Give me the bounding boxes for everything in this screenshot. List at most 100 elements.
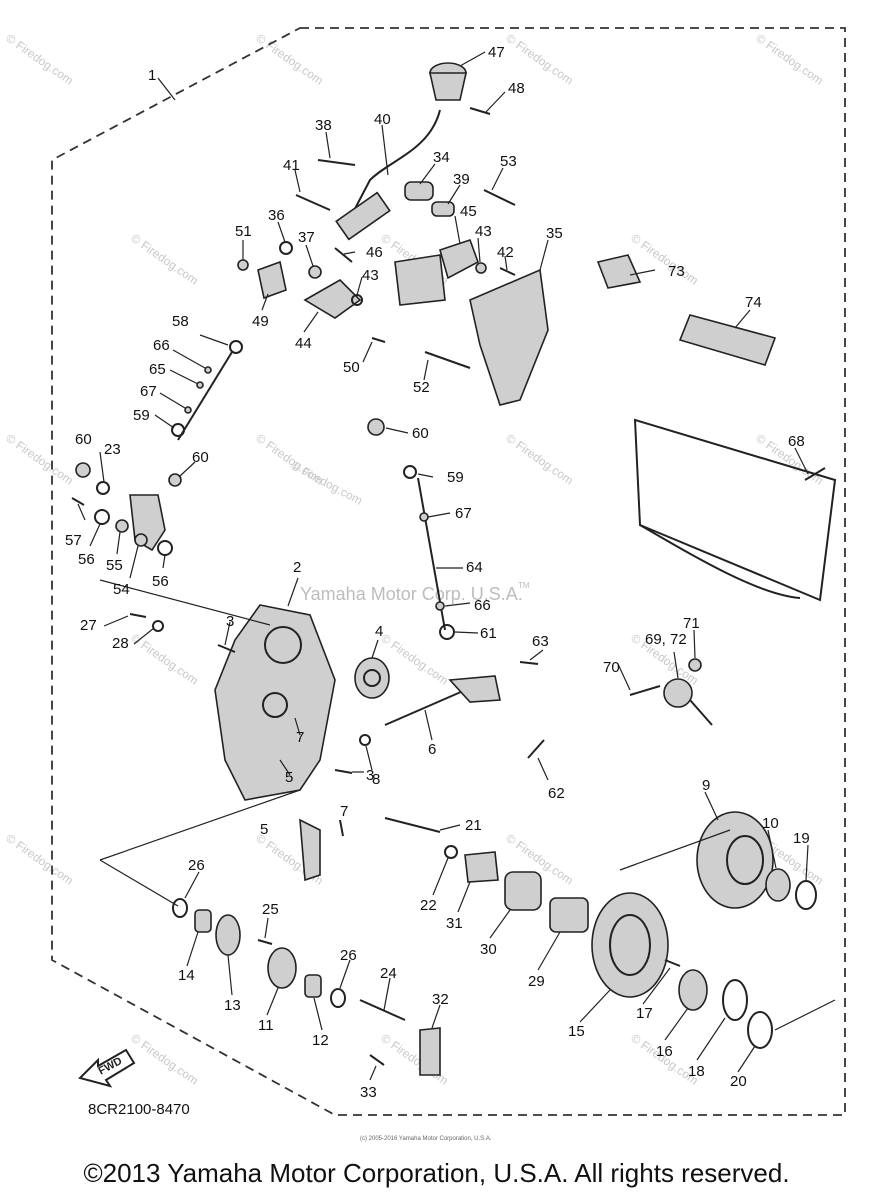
label-11: 11 [258, 1017, 274, 1034]
nut-43 [475, 262, 487, 274]
label-7a: 7 [296, 729, 304, 746]
bolt-62 [527, 739, 545, 759]
shaft-24 [359, 999, 406, 1021]
lever-bracket-40 [335, 191, 391, 241]
shift-rod-lower [403, 465, 455, 640]
labels-and-plate [596, 254, 837, 602]
seal-19 [795, 880, 817, 910]
bolt-52 [424, 351, 471, 369]
label-62: 62 [548, 785, 565, 802]
label-15: 15 [568, 1023, 585, 1040]
label-32: 32 [432, 991, 449, 1008]
washer-56b [157, 540, 173, 556]
label-27: 27 [80, 617, 97, 634]
collar-34 [404, 181, 434, 201]
watermark-tile: © Firedog.com [3, 431, 76, 488]
label-60c: 60 [412, 425, 429, 442]
assembly-frame [51, 27, 846, 1116]
pin-7b [339, 819, 344, 837]
washer-26a [172, 898, 188, 918]
label-69-72: 69, 72 [645, 631, 687, 648]
label-18: 18 [688, 1063, 705, 1080]
lever-40 [347, 109, 441, 223]
label-20: 20 [730, 1073, 747, 1090]
gear-9 [696, 811, 774, 909]
nut-65 [196, 381, 204, 389]
dowel-3a [217, 644, 236, 653]
plate-44 [303, 279, 362, 319]
label-3a: 3 [226, 613, 234, 630]
washer-28 [152, 620, 164, 632]
bolt-38 [317, 159, 356, 166]
watermark-tile: © Firedog.com [128, 1031, 201, 1088]
knob-body-47 [429, 72, 467, 101]
label-60b: 60 [192, 449, 209, 466]
rod-end-61 [439, 624, 455, 640]
label-56a: 56 [78, 551, 95, 568]
label-53: 53 [500, 153, 517, 170]
label-1: 1 [148, 67, 156, 84]
watermark-tile: © Firedog.com [753, 31, 826, 88]
gear-hub-9 [726, 835, 764, 885]
washer-26b [330, 988, 346, 1008]
shift-shaft-6 [384, 661, 545, 759]
label-57: 57 [65, 532, 82, 549]
label-71: 71 [683, 615, 700, 632]
label-58: 58 [172, 313, 189, 330]
label-47: 47 [488, 44, 505, 61]
label-23: 23 [104, 441, 121, 458]
neutral-switch [629, 658, 713, 726]
label-3b: 3 [366, 767, 374, 784]
spring-46 [334, 247, 353, 263]
label-34: 34 [433, 149, 450, 166]
switch-lead [689, 699, 713, 726]
label-73 [596, 254, 642, 289]
shift-rod-upper [171, 340, 243, 441]
bearing-10 [765, 868, 791, 902]
copyright-notice: ©2013 Yamaha Motor Corporation, U.S.A. A… [83, 1158, 790, 1188]
label-52: 52 [413, 379, 430, 396]
label-29: 29 [528, 973, 545, 990]
label-2: 2 [293, 559, 301, 576]
label-43a: 43 [475, 223, 492, 240]
label-5a: 5 [285, 769, 293, 786]
sleeve-29 [549, 897, 589, 933]
label-61: 61 [480, 625, 497, 642]
label-7b: 7 [340, 803, 348, 820]
washer-23 [96, 481, 110, 495]
label-42: 42 [497, 244, 514, 261]
collar-55 [115, 519, 129, 533]
sprocket-hub-15 [609, 914, 651, 976]
label-55: 55 [106, 557, 123, 574]
shaft-lever-6 [448, 675, 501, 703]
watermark-tile: © Firedog.com [503, 431, 576, 488]
fwd-arrow: FWD [78, 1048, 136, 1088]
label-49: 49 [252, 313, 269, 330]
label-22: 22 [420, 897, 437, 914]
label-48: 48 [508, 80, 525, 97]
shift-fork-5b [299, 818, 321, 882]
label-51: 51 [235, 223, 252, 240]
sprocket-15 [591, 892, 669, 998]
nut-60-top [367, 418, 385, 436]
label-35: 35 [546, 225, 563, 242]
gear-11 [267, 947, 297, 989]
bolt-53 [483, 189, 516, 206]
label-50: 50 [343, 359, 360, 376]
nut-66b [435, 601, 445, 611]
bearing-12 [304, 974, 322, 998]
spring-30 [504, 871, 542, 911]
label-66b: 66 [474, 597, 491, 614]
bolt-33 [369, 1054, 385, 1066]
drive-components [172, 811, 817, 1076]
bolt-21 [384, 817, 441, 833]
switch-69 [663, 678, 693, 708]
watermark-tile: © Firedog.com [128, 231, 201, 288]
bolt-70 [629, 685, 661, 696]
label-63: 63 [532, 633, 549, 650]
pin-63 [519, 661, 539, 665]
watermark-site: © Firedog.com [289, 458, 365, 507]
label-6: 6 [428, 741, 436, 758]
fwd-arrow-icon [78, 1048, 136, 1088]
watermark-tile: © Firedog.com [3, 831, 76, 888]
